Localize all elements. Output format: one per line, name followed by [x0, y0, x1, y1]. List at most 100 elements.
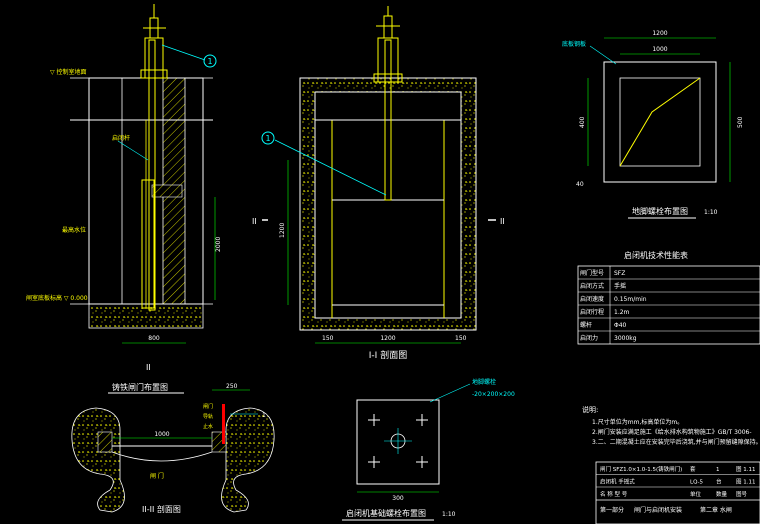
- callout-a-text: 1: [207, 57, 212, 66]
- dim-anchor-outer-text: 1200: [652, 30, 667, 37]
- anchor-title: 地脚螺栓布置图: [632, 206, 688, 216]
- top-level-label: ▽ 控制室地面: [50, 68, 87, 76]
- callout-b-text: 1: [265, 134, 270, 143]
- table-cell-value: 1.2m: [614, 309, 630, 316]
- table-cell-value: 手摇: [614, 282, 626, 290]
- anchor-plate-label: 底板钢板: [562, 40, 586, 48]
- title-block-cell: 闸门 SFZ1.0×1.0-1.5(铸铁闸门): [600, 465, 682, 473]
- table-cell-key: 启闭行程: [580, 308, 604, 316]
- gate-leaf: [141, 179, 155, 309]
- chamber-inner: [314, 91, 462, 319]
- title-block-cell: 数量: [716, 490, 728, 498]
- title-block-cell: 1: [716, 467, 720, 473]
- table-title: 启闭机技术性能表: [624, 250, 688, 260]
- section-i-view: 1 II II 1200 1200 150 150 I-I 剖面图: [252, 6, 505, 361]
- title-drawing-name: 闸门与启闭机安装: [634, 506, 682, 514]
- middle-rod: [384, 39, 392, 201]
- title-block-cell: 单位: [690, 490, 702, 498]
- title-block-rows: 闸门 SFZ1.0×1.0-1.5(铸铁闸门) 套 1 图 1.11 启闭机 手摇式 LQ…: [596, 465, 760, 498]
- middle-hoist-base: [373, 73, 403, 83]
- foundation-leader: [429, 383, 471, 403]
- plan-title: 铸铁闸门布置图: [112, 382, 168, 392]
- title-block-cell: LQ-5: [690, 480, 704, 486]
- callout-b-circle: [261, 131, 275, 145]
- plan-channel: [111, 451, 213, 462]
- plan-bottom-label: II-II 剖面图: [142, 504, 181, 514]
- section-ii-view: 1 启闭杆 ▽ 控制室地面 最高水位 闸室底板标高 ▽ 0.000 800 20…: [26, 4, 222, 344]
- anchor-plate-inner: [619, 77, 701, 167]
- title-block-cell: 套: [690, 465, 696, 473]
- section-i-title: I-I 剖面图: [369, 349, 407, 361]
- plan-wall-left: [71, 407, 125, 513]
- section-mark-right: II: [500, 217, 505, 226]
- table-cell-value: Φ40: [614, 322, 627, 329]
- foundation-plate: [356, 399, 440, 485]
- floor-label: 闸室底板标高 ▽ 0.000: [26, 294, 88, 302]
- callout-a-circle: [203, 54, 217, 68]
- table-cell-value: 3000kg: [614, 335, 637, 342]
- table-cell-value: 0.15m/min: [614, 296, 647, 303]
- table-cell-key: 启闭方式: [580, 282, 604, 290]
- title-block-cell: 名 称 型 号: [600, 490, 628, 498]
- plan-label-1: 闸门: [203, 403, 213, 410]
- table-cell-key: 螺杆: [580, 321, 592, 329]
- title-block: 闸门 SFZ1.0×1.0-1.5(铸铁闸门) 套 1 图 1.11 启闭机 手摇式 LQ…: [595, 461, 760, 524]
- plan-slot-left: [97, 431, 113, 453]
- foundation-title: 启闭机基础螺栓布置图: [346, 508, 426, 518]
- rod-label: 启闭杆: [112, 134, 130, 142]
- plan-callout-text: 1: [262, 412, 266, 419]
- table-cell-key: 闸门型号: [580, 269, 604, 277]
- foundation-plate-label: 地脚螺栓: [472, 378, 496, 386]
- note-1: 1.尺寸单位为mm,标高单位为m。: [592, 418, 683, 426]
- note-2: 2.闸门安装应满足施工《给水排水构筑物施工》GB/T 3006-: [592, 428, 752, 436]
- plan-wall-right: [221, 407, 275, 513]
- water-label: 最高水位: [62, 226, 86, 234]
- dim-anchor-bottom-text: 40: [576, 181, 584, 188]
- anchor-scale: 1:10: [704, 209, 718, 216]
- anchor-plate-leader: [589, 45, 617, 65]
- table-cell-key: 启闭速度: [580, 295, 604, 303]
- anchor-bend: [619, 77, 701, 167]
- callout-b-leader: [274, 139, 387, 196]
- notes-header: 说明:: [582, 405, 598, 414]
- middle-hoist-cap: [383, 15, 393, 39]
- rod-leader: [117, 140, 149, 161]
- plan-section-mark: II: [146, 363, 151, 372]
- dim-plan-opening-text: 1000: [154, 431, 169, 438]
- title-block-cell: 图号: [736, 490, 748, 498]
- foundation-scale: 1:10: [442, 511, 456, 518]
- foundation-plate-dim: -20×200×200: [472, 391, 515, 398]
- section-mark-left: II: [252, 217, 257, 226]
- dim-opening-text: 1200: [380, 335, 395, 342]
- dim-plan-top-text: 250: [226, 383, 238, 390]
- table-cell-key: 启闭力: [580, 334, 598, 342]
- title-project: 第一部分: [600, 506, 624, 514]
- dim-well-width-text: 800: [148, 335, 160, 342]
- title-block-cell: 图 1.11: [736, 465, 756, 473]
- plan-label-3: 止水: [203, 423, 213, 430]
- plan-red-mark: [222, 404, 225, 444]
- dim-anchor-side1-text: 400: [579, 116, 586, 128]
- anchor-view: 1200 1000 400 500 40 底板钢板 地脚螺栓布置图 1:10: [562, 30, 744, 219]
- hoist-body: [144, 37, 164, 79]
- dim-foot-left: 150: [322, 335, 334, 342]
- title-block-cell: 台: [716, 478, 722, 486]
- wall-hatch-slot: [151, 184, 183, 198]
- title-block-cell: 启闭机 手摇式: [600, 478, 635, 486]
- dim-foundation-width-text: 300: [392, 495, 404, 502]
- dim-anchor-inner-text: 1000: [652, 46, 667, 53]
- dim-foot-right: 150: [455, 335, 467, 342]
- table-cell-value: SFZ: [614, 270, 625, 277]
- title-block-frame: [595, 461, 760, 524]
- note-3: 3.二、二期混凝土应在安装完毕后浇筑,并与闸门预留缝隙保持。: [592, 438, 760, 446]
- plan-arrow-label: 闸 门: [150, 472, 164, 480]
- plan-view: II 铸铁闸门布置图 250 1000 闸门 导轨 止水 1 闸 门 II-II…: [71, 363, 275, 514]
- dim-anchor-side2-text: 500: [737, 116, 744, 128]
- middle-hoist: [377, 37, 399, 83]
- foundation-view: 地脚螺栓 -20×200×200 300 启闭机基础螺栓布置图 1:10: [342, 378, 515, 521]
- title-chapter: 第二章 水闸: [700, 506, 732, 514]
- plan-label-2: 导轨: [203, 413, 213, 420]
